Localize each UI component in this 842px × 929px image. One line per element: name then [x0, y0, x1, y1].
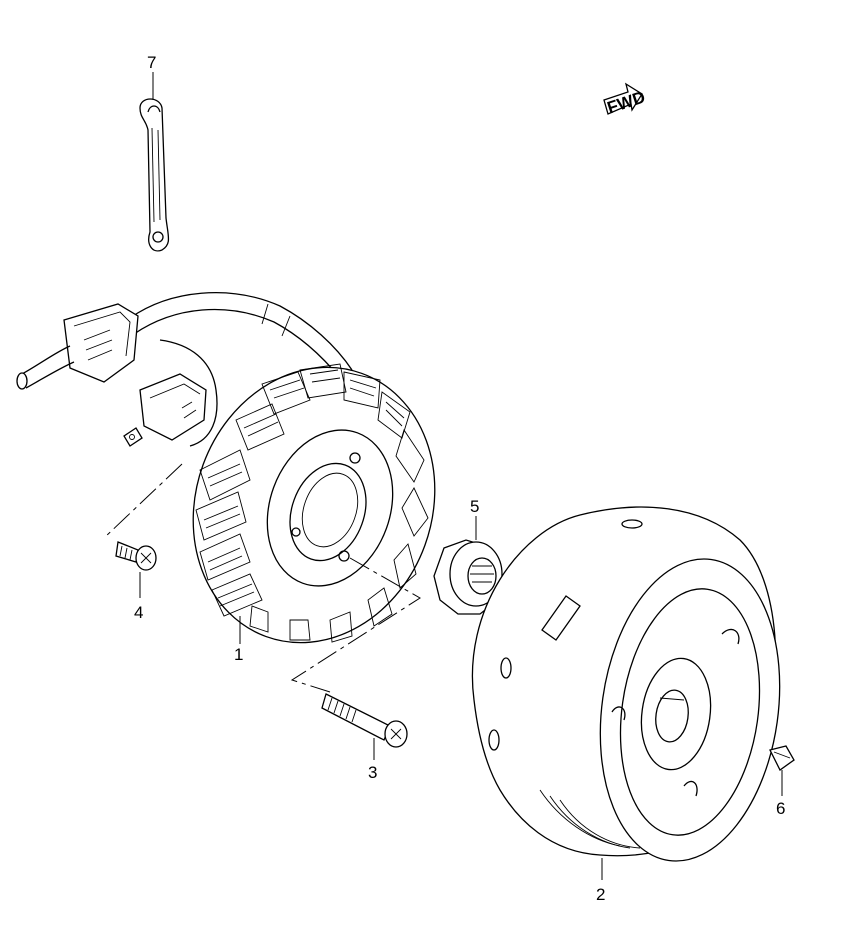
part-3-bolt: [321, 693, 408, 748]
part-4-screw: [115, 541, 157, 571]
callout-2: 2: [596, 885, 605, 904]
callout-4: 4: [134, 603, 143, 622]
part-1-stator: [192, 363, 436, 644]
part-2-rotor: [471, 506, 781, 862]
part-5-nut: [433, 539, 503, 615]
callout-7: 7: [147, 53, 156, 72]
wiring-harness: [16, 292, 353, 447]
part-7-wire-clamp: [139, 98, 170, 252]
part-6-key: [769, 745, 795, 771]
callout-6: 6: [776, 799, 785, 818]
callout-1: 1: [234, 645, 243, 664]
svg-text:FWD: FWD: [605, 87, 648, 117]
callout-3: 3: [368, 763, 377, 782]
callout-5: 5: [470, 497, 479, 516]
fwd-arrow-badge: FWD: [603, 82, 648, 118]
